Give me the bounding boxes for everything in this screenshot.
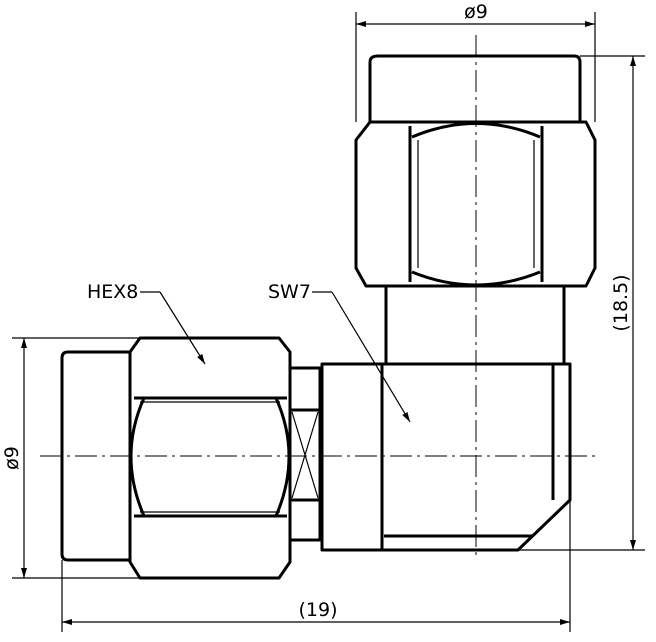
height-label: (18.5) [610,274,632,331]
hex-callout: HEX8 [87,281,206,365]
vertical-neck [384,284,566,366]
left-neck [288,366,322,542]
wrench-callout: SW7 [268,281,411,423]
top-hex-nut [354,120,597,288]
top-diameter-dimension: ø9 [355,1,596,122]
hex-label: HEX8 [87,281,138,303]
left-diameter-dimension: ø9 [1,337,140,579]
left-hex-nut [128,336,292,580]
length-dimension: (19) [61,500,571,632]
wrench-label: SW7 [268,281,311,303]
top-diameter-label: ø9 [464,1,488,23]
height-dimension: (18.5) [518,55,645,551]
top-cap [368,54,582,124]
elbow-body [320,362,572,552]
left-diameter-label: ø9 [1,446,23,470]
length-label: (19) [298,599,337,621]
